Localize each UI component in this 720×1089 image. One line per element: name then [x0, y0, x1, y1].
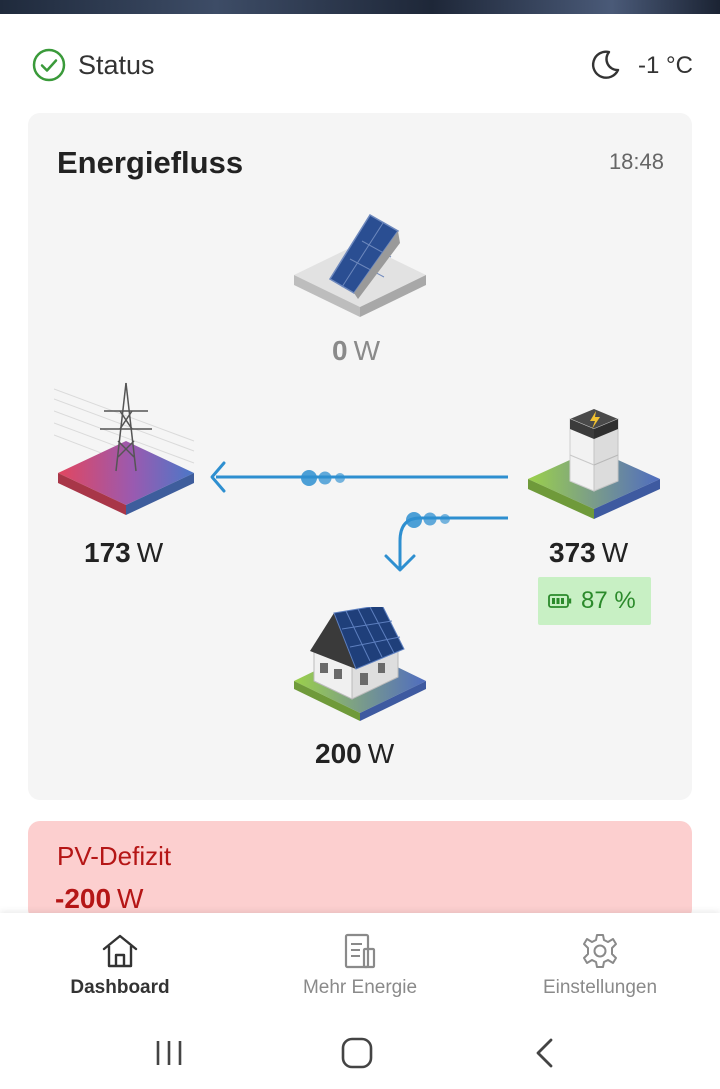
- house-power-value: 200: [315, 738, 362, 769]
- battery-power-unit: W: [601, 537, 629, 568]
- grid-arrowhead: [210, 461, 226, 493]
- nav-mehr-energie-label: Mehr Energie: [302, 977, 418, 998]
- nav-mehr-energie[interactable]: Mehr Energie: [240, 913, 480, 1013]
- back-icon[interactable]: [527, 1035, 563, 1071]
- battery-power-value: 373: [549, 537, 596, 568]
- document-icon: [344, 933, 376, 969]
- check-circle-icon: [32, 48, 66, 82]
- battery-soc-badge: 87 %: [538, 577, 651, 625]
- nav-einstellungen[interactable]: Einstellungen: [480, 913, 720, 1013]
- battery-storage-icon: [528, 409, 660, 519]
- house-arrowhead: [384, 554, 416, 572]
- nav-einstellungen-label: Einstellungen: [542, 977, 658, 998]
- nav-dashboard[interactable]: Dashboard: [0, 913, 240, 1013]
- header-banner-image: [0, 0, 720, 14]
- moon-icon: [591, 50, 620, 79]
- gear-icon: [583, 934, 617, 968]
- battery-level-icon: [548, 594, 572, 608]
- house-icon: [294, 607, 426, 721]
- card-title: Energiefluss: [57, 145, 244, 180]
- home-icon: [102, 934, 138, 968]
- house-power-unit: W: [367, 738, 395, 769]
- deficit-title: PV-Defizit: [57, 841, 172, 871]
- battery-to-house-line: [398, 516, 508, 568]
- status-bar: Status -1 °C: [0, 14, 720, 114]
- status-label[interactable]: Status: [78, 50, 155, 80]
- card-time: 18:48: [608, 149, 664, 174]
- solar-panel-icon: [294, 213, 426, 317]
- recents-icon[interactable]: [151, 1035, 187, 1071]
- system-navigation-bar: [0, 1013, 720, 1089]
- pv-power-unit: W: [353, 335, 381, 366]
- deficit-number: -200: [55, 883, 112, 914]
- home-button-icon[interactable]: [339, 1035, 375, 1071]
- battery-soc-value: 87 %: [581, 587, 636, 614]
- power-grid-icon: [54, 382, 195, 515]
- pv-power-value: 0: [332, 335, 348, 366]
- grid-power-value: 173: [84, 537, 131, 568]
- grid-power-unit: W: [136, 537, 164, 568]
- temperature-value: -1 °C: [638, 52, 693, 79]
- deficit-unit: W: [117, 883, 144, 914]
- bottom-navigation: Dashboard Mehr Energie Einstellungen: [0, 913, 720, 1013]
- nav-dashboard-label: Dashboard: [70, 977, 170, 998]
